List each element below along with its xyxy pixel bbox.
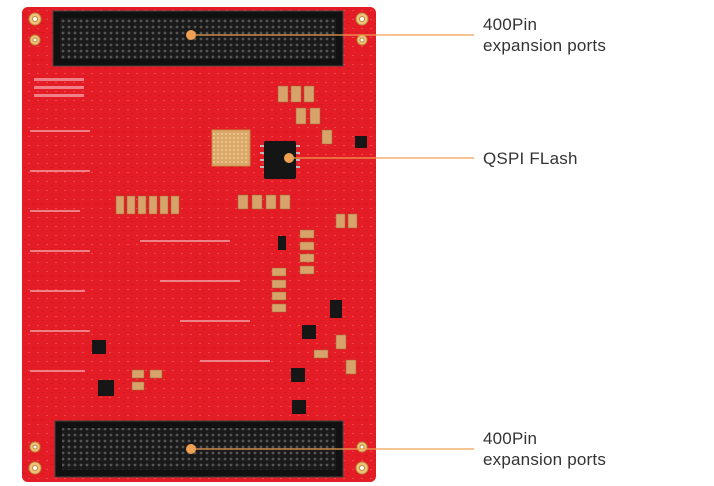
passive-components <box>115 85 358 391</box>
silkscreen-marks <box>30 78 270 372</box>
bottom-label-line1: 400Pin <box>483 429 538 448</box>
bga-chip <box>211 129 251 167</box>
middle-label-line1: QSPI FLash <box>483 149 578 168</box>
qspi-flash-chip <box>260 141 300 179</box>
callout-dots <box>186 30 294 454</box>
bottom-callout-dot <box>186 444 196 454</box>
qspi-flash-label: QSPI FLash <box>483 148 578 169</box>
callout-lines <box>191 34 474 450</box>
top-label-line2: expansion ports <box>483 36 607 55</box>
bottom-label-line2: expansion ports <box>483 450 607 469</box>
bottom-connector-label: 400Pin expansion ports <box>483 428 606 470</box>
top-connector-label: 400Pin expansion ports <box>483 14 606 56</box>
top-callout-dot <box>186 30 196 40</box>
top-label-line1: 400Pin <box>483 15 538 34</box>
small-ic-chips <box>92 136 367 414</box>
middle-callout-dot <box>284 153 294 163</box>
top-expansion-connector <box>52 10 344 67</box>
